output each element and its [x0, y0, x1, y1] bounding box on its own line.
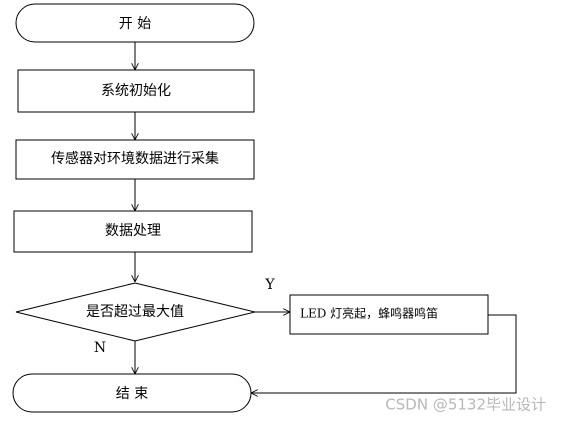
arrow-alarm-to-end [251, 314, 517, 393]
decision-diamond [15, 282, 256, 342]
watermark: CSDN @5132毕业设计 [385, 396, 546, 414]
decision-label: 是否超过最大值 [86, 304, 184, 320]
start-terminator [15, 3, 255, 43]
no-label: N [94, 340, 106, 356]
start-label: 开 始 [119, 16, 151, 32]
alarm-label: LED 灯亮起，蜂鸣器鸣笛 [300, 306, 438, 321]
alarm-box [289, 294, 489, 335]
end-terminator [12, 373, 252, 413]
process-label: 数据处理 [105, 223, 161, 239]
collect-label: 传感器对环境数据进行采集 [51, 150, 219, 167]
yes-label: Y [264, 277, 275, 293]
init-process [17, 69, 255, 113]
end-label: 结 束 [116, 386, 148, 402]
collect-process [15, 139, 255, 180]
init-label: 系统初始化 [101, 82, 171, 99]
process-box [13, 210, 253, 253]
